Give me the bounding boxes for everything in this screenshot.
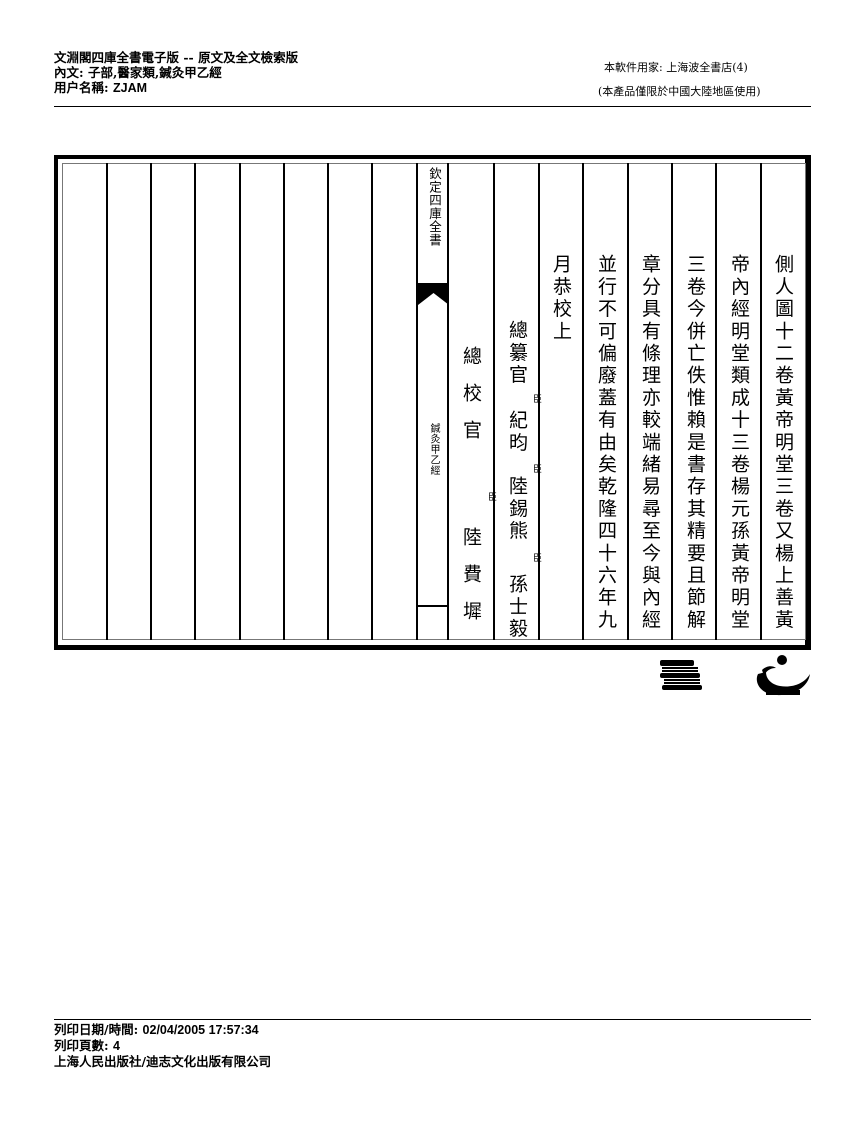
official-name: 陸費墀 [460,527,482,638]
print-datetime-label: 列印日期/時間: [54,1022,139,1037]
column-divider [493,163,495,640]
column-divider [760,163,762,640]
column-divider [239,163,241,640]
text-column-1: 側人圖十二卷黃帝明堂三卷又楊上善黃 [772,254,794,632]
official-marker: 臣 [531,553,541,562]
official-name: 紀昀 [506,410,528,455]
column-divider [671,163,673,640]
text-column-2: 帝內經明堂類成十三卷楊元孫黃帝明堂 [728,254,750,632]
official-marker: 臣 [531,394,541,403]
column-divider [327,163,329,640]
print-datetime-value: 02/04/2005 17:57:34 [142,1023,259,1037]
fish-tail-icon [418,283,449,305]
license-line: 本軟件用家: 上海波全書店(4) [604,61,748,74]
footer-divider [54,1019,811,1020]
print-pages-label: 列印頁數: [54,1038,109,1053]
region-note: (本產品僅限於中國大陸地區使用) [598,85,761,98]
print-pages: 列印頁數: 4 [54,1038,271,1054]
column-divider [715,163,717,640]
official-name: 陸錫熊 [506,476,528,543]
user-label: 用户名稱: [54,80,109,95]
column-divider [106,163,108,640]
content-path: 內文: 子部,醫家類,鍼灸甲乙經 [54,65,298,80]
print-pages-value: 4 [112,1039,120,1053]
frame-shadow-bottom [54,646,811,650]
official-name: 孫士毅 [506,574,528,641]
footer-info: 列印日期/時間: 02/04/2005 17:57:34 列印頁數: 4 上海人… [54,1022,271,1069]
app-title: 文淵閣四庫全書電子版 -- 原文及全文檢索版 [54,50,299,65]
column-divider [194,163,196,640]
official-marker: 臣 [531,464,541,473]
user-value: ZJAM [112,81,148,95]
book-title: 鍼灸甲乙經 [428,423,439,476]
user-name: 用户名稱: ZJAM [54,80,298,96]
frame-shadow-right [806,155,811,650]
official-title-proofreader: 總校官 [460,346,482,457]
page-banner: 欽定四庫全書 鍼灸甲乙經 [416,163,449,640]
official-title-compiler: 總纂官 [506,320,528,387]
swirl-person-icon [756,655,810,696]
text-column-4: 章分具有條理亦較端緒易尋至今與內經 [639,254,661,632]
text-column-3: 三卷今併亡佚惟賴是書存其精要且節解 [684,254,706,632]
publisher: 上海人民出版社/迪志文化出版有限公司 [54,1054,272,1069]
column-divider [627,163,629,640]
page-inner-border [62,163,806,640]
content-label: 內文: [54,65,84,80]
header-info: 文淵閣四庫全書電子版 -- 原文及全文檢索版 內文: 子部,醫家類,鍼灸甲乙經 … [54,50,298,96]
text-column-6: 月恭校上 [550,254,572,343]
collection-title: 欽定四庫全書 [427,167,442,247]
text-column-5: 並行不可偏廢蓋有由矣乾隆四十六年九 [595,254,617,632]
column-divider [538,163,540,640]
header-divider [54,106,811,107]
column-divider [371,163,373,640]
print-datetime: 列印日期/時間: 02/04/2005 17:57:34 [54,1022,271,1038]
column-divider [582,163,584,640]
license-info: 本軟件用家: 上海波全書店(4) (本產品僅限於中國大陸地區使用) [598,56,761,104]
column-divider [150,163,152,640]
column-divider [283,163,285,640]
books-stack-icon [660,660,702,690]
content-value: 子部,醫家類,鍼灸甲乙經 [87,65,222,80]
official-marker: 臣 [486,492,496,501]
banner-rule [418,605,449,607]
